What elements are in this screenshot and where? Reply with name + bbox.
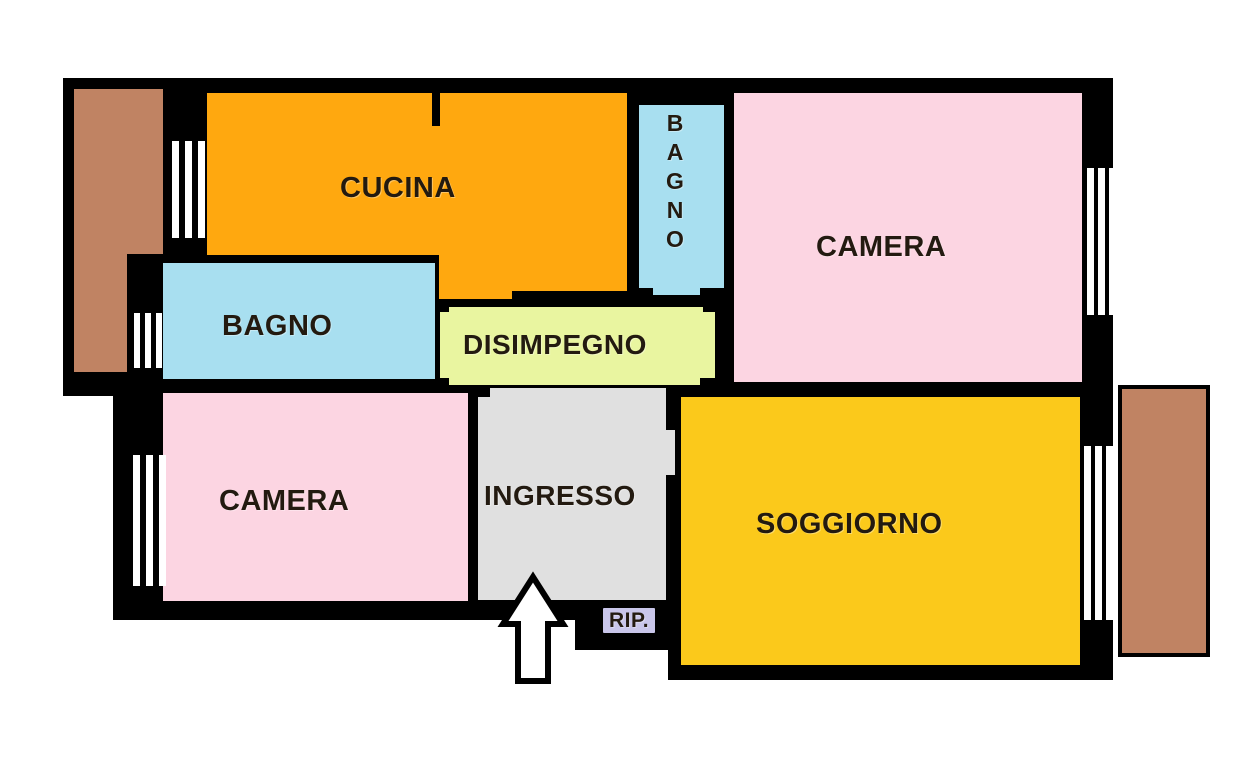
- room-bagno-top-fill: [639, 105, 724, 295]
- balcony-right-floor: [1122, 389, 1206, 653]
- balcony-left-floor: [74, 89, 163, 372]
- window-right-upper: [1087, 168, 1114, 315]
- room-bagno-top[interactable]: [639, 105, 724, 299]
- wall-jamb-disimpegno-tr: [703, 300, 724, 312]
- room-ingresso-fill: [478, 388, 675, 600]
- room-soggiorno[interactable]: [681, 397, 1080, 665]
- wall-notch-bagno-top-left: [639, 288, 653, 299]
- room-camera-top[interactable]: [734, 93, 1082, 382]
- wall-ingresso-right-upper: [666, 385, 677, 430]
- window-right-lower: [1084, 446, 1113, 620]
- room-disimpegno[interactable]: [435, 300, 724, 390]
- balcony-left: [70, 85, 167, 376]
- room-camera-bottom-fill: [163, 393, 468, 601]
- wall-notch-bagno-top-right: [700, 288, 724, 299]
- room-ripostiglio[interactable]: [583, 600, 679, 634]
- wall-jamb-disimpegno-tl: [435, 300, 449, 312]
- room-bagno-left[interactable]: [163, 263, 435, 379]
- entrance-arrow-icon: [497, 571, 569, 684]
- window-left-upper: [172, 141, 205, 238]
- room-disimpegno-fill: [440, 307, 715, 385]
- windows: [133, 141, 1114, 620]
- room-soggiorno-fill: [681, 397, 1080, 665]
- wall-jamb-disimpegno-br: [700, 378, 724, 390]
- wall-stub-cucina-bottom: [512, 291, 630, 300]
- room-camera-bottom[interactable]: [163, 393, 468, 601]
- window-left-lower: [133, 455, 166, 586]
- wall-ingresso-left-lower: [468, 468, 478, 602]
- room-ingresso[interactable]: [468, 385, 677, 602]
- room-camera-top-fill: [734, 93, 1082, 382]
- window-left-middle: [134, 313, 162, 368]
- room-bagno-left-fill: [163, 263, 435, 379]
- wall-ingresso-right-lower: [666, 475, 677, 601]
- balcony-right: [1118, 385, 1210, 657]
- wall-jamb-ingresso-tl: [468, 385, 490, 397]
- wall-jamb-disimpegno-bl: [435, 378, 449, 390]
- wall-stub-cucina-top: [432, 93, 440, 126]
- room-ripostiglio-fill: [583, 600, 679, 634]
